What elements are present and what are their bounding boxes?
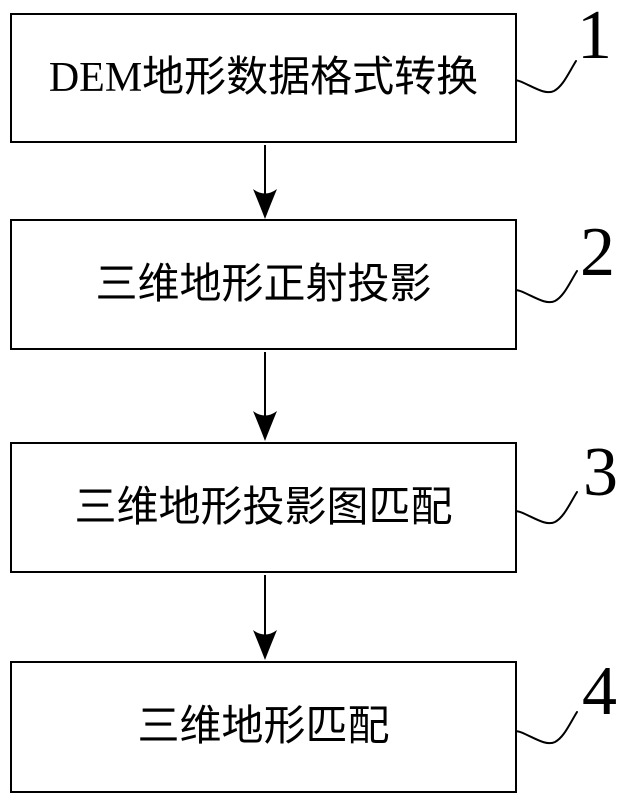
flow-step-box-4: 三维地形匹配 xyxy=(10,661,517,793)
ref-number-4: 4 xyxy=(582,653,617,730)
flow-step-box-2: 三维地形正射投影 xyxy=(10,219,517,350)
flow-step-label-3: 三维地形投影图匹配 xyxy=(74,484,453,531)
flow-arrow-3 xyxy=(253,575,277,660)
ref-number-1: 1 xyxy=(577,0,612,74)
flow-step-box-3: 三维地形投影图匹配 xyxy=(10,442,517,573)
flow-step-label-2: 三维地形正射投影 xyxy=(95,261,432,308)
ref-number-3: 3 xyxy=(583,434,618,511)
flow-arrow-1 xyxy=(253,145,277,219)
flow-arrow-2 xyxy=(253,352,277,441)
flow-step-box-1: DEM地形数据格式转换 xyxy=(10,13,517,143)
flow-step-label-4: 三维地形匹配 xyxy=(137,704,390,750)
ref-number-2: 2 xyxy=(580,214,615,291)
flow-step-label-1: DEM地形数据格式转换 xyxy=(48,55,479,101)
